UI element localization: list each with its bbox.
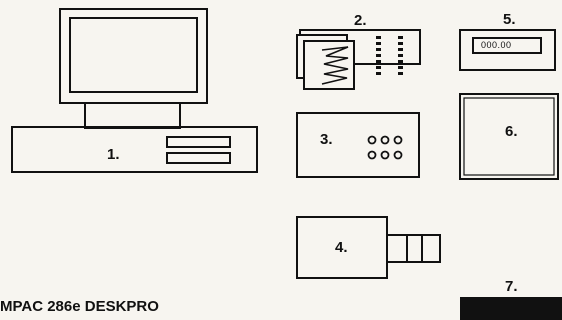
label-recorder: 2. <box>354 12 367 29</box>
floppy-drive-2 <box>166 152 231 164</box>
item-7-bar <box>460 297 562 320</box>
meter-drawing <box>459 29 556 71</box>
box-3 <box>296 112 420 178</box>
caption: MPAC 286e DESKPRO <box>0 298 159 315</box>
recorder-indicators <box>376 36 403 75</box>
meter-display <box>472 37 542 54</box>
label-monitor-6: 6. <box>505 123 518 140</box>
recorder-drawing <box>296 29 421 90</box>
box-3-knobs <box>367 135 403 160</box>
meter-readout: 000.00 <box>481 40 512 50</box>
label-box-3: 3. <box>320 131 333 148</box>
computer-monitor <box>59 8 208 104</box>
recorder-waveform <box>321 46 349 85</box>
computer-monitor-stand <box>84 102 181 129</box>
monitor-6-inner <box>463 97 555 176</box>
computer-screen <box>69 17 198 93</box>
floppy-drive-1 <box>166 136 231 148</box>
meter-body <box>459 29 556 71</box>
label-box-4: 4. <box>335 239 348 256</box>
label-computer: 1. <box>107 146 120 163</box>
label-item-7: 7. <box>505 278 518 295</box>
label-meter: 5. <box>503 11 516 28</box>
box-4-connector <box>386 234 441 263</box>
monitor-6-outer <box>459 93 559 180</box>
box-4-drawing <box>296 216 441 279</box>
computer-drawing <box>11 8 258 173</box>
computer-base-unit <box>11 126 258 173</box>
